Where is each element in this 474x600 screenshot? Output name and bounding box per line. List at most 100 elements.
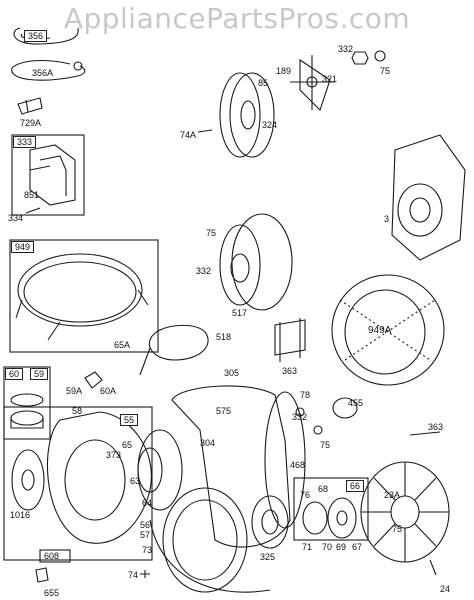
part-label-60a: 60A [100, 386, 117, 396]
part-label-334: 334 [8, 213, 24, 223]
part-label-949a: 949A [368, 325, 392, 336]
box-55-frame [3, 406, 153, 561]
part-label-305: 305 [224, 368, 240, 378]
part-label-729a: 729A [20, 118, 42, 128]
part-label-78: 78 [300, 390, 311, 400]
part-label-608: 608 [44, 551, 60, 561]
part-label-65: 65 [122, 440, 133, 450]
part-label-949: 949 [11, 241, 35, 253]
box-60-59-frame [3, 366, 51, 440]
spring-hub-drawing [21, 469, 35, 491]
part-label-60: 60 [5, 368, 24, 380]
part-label-332-low: 332 [292, 412, 308, 422]
cable-ring-949-drawing [15, 253, 149, 341]
part-label-69: 69 [336, 542, 347, 552]
grip-60a-drawing [84, 371, 103, 389]
part-label-356: 356 [24, 30, 48, 42]
blower-housing-949a-drawing [331, 274, 445, 386]
part-label-332-top: 332 [338, 44, 354, 54]
box-608-frame [39, 549, 71, 563]
part-label-74a: 74A [180, 130, 197, 140]
spring-1016-drawing [11, 449, 45, 511]
part-label-63: 63 [130, 476, 141, 486]
box-66-frame [293, 477, 369, 541]
part-label-85: 85 [258, 78, 269, 88]
wire-356a-drawing [11, 59, 86, 81]
part-label-57: 57 [140, 530, 151, 540]
part-label-321: 321 [322, 74, 338, 84]
washer-75-drawing [374, 50, 386, 62]
part-label-373: 373 [106, 450, 122, 460]
part-label-655: 655 [44, 588, 60, 598]
part-label-68: 68 [318, 484, 329, 494]
part-label-332-mid: 332 [196, 266, 212, 276]
part-label-76: 76 [300, 490, 311, 500]
part-label-518: 518 [216, 332, 232, 342]
screw-74a-drawing [197, 129, 213, 133]
screw-334-drawing [25, 207, 41, 214]
box-949-frame [9, 239, 159, 353]
starter-handle-drawing [10, 393, 44, 429]
part-label-363-low: 363 [428, 422, 444, 432]
starter-cord-518-drawing [139, 324, 209, 376]
screen-321-drawing [290, 55, 335, 112]
starter-cup-325-drawing [251, 495, 289, 549]
nut-332-lower-drawing [295, 407, 305, 417]
part-label-55: 55 [120, 414, 139, 426]
part-label-468: 468 [290, 460, 306, 470]
part-label-70: 70 [322, 542, 333, 552]
rotating-screen-drawing [149, 487, 271, 593]
part-label-356a: 356A [32, 68, 54, 78]
flywheel-fan-23a-drawing [360, 461, 450, 563]
part-label-3: 3 [384, 214, 390, 224]
starter-housing-drawing [46, 411, 152, 544]
part-label-304: 304 [200, 438, 216, 448]
part-label-189: 189 [276, 66, 292, 76]
bracket-363-drawing [274, 318, 306, 362]
pulley-drawing [137, 429, 183, 511]
part-label-59a: 59A [66, 386, 83, 396]
ignition-armature-drawing [29, 144, 76, 206]
part-label-75-top: 75 [380, 66, 391, 76]
part-label-23a: 23A [384, 490, 401, 500]
part-label-517: 517 [232, 308, 248, 318]
clip-729a-drawing [17, 97, 43, 115]
part-label-73: 73 [142, 545, 153, 555]
screw-74-drawing [140, 570, 150, 578]
part-label-75-low: 75 [320, 440, 331, 450]
part-label-65a: 65A [114, 340, 131, 350]
bolt-363-drawing [409, 431, 441, 436]
part-label-851: 851 [24, 190, 40, 200]
blower-shroud-304-drawing [171, 385, 306, 548]
part-label-575: 575 [216, 406, 232, 416]
part-label-64: 64 [142, 498, 153, 508]
clip-655-drawing [35, 567, 49, 583]
washer-75-lower-drawing [313, 425, 323, 435]
part-label-1016: 1016 [10, 510, 31, 520]
pin-24-drawing [429, 559, 437, 576]
flywheel-324-drawing [219, 72, 275, 158]
part-label-75-mid: 75 [206, 228, 217, 238]
clutch-assembly-drawing [302, 497, 357, 539]
part-label-59: 59 [30, 368, 49, 380]
flywheel-517-drawing [219, 213, 293, 311]
part-label-74: 74 [128, 570, 139, 580]
box-333-frame [11, 134, 85, 216]
crankcase-cover-3-drawing [391, 134, 466, 261]
part-label-455: 455 [348, 398, 364, 408]
watermark: AppliancePartsPros.com [63, 2, 411, 35]
part-label-363-mid: 363 [282, 366, 298, 376]
part-label-75-fan: 75 [392, 524, 403, 534]
part-label-324: 324 [262, 120, 278, 130]
part-label-333: 333 [13, 136, 37, 148]
cap-455-drawing [332, 397, 358, 419]
nut-332-drawing [351, 51, 369, 65]
part-label-325: 325 [260, 552, 276, 562]
part-label-67: 67 [352, 542, 363, 552]
part-label-58: 58 [72, 406, 83, 416]
part-label-66: 66 [346, 480, 365, 492]
part-label-71: 71 [302, 542, 313, 552]
part-label-56: 56 [140, 520, 151, 530]
part-label-24: 24 [440, 584, 451, 594]
